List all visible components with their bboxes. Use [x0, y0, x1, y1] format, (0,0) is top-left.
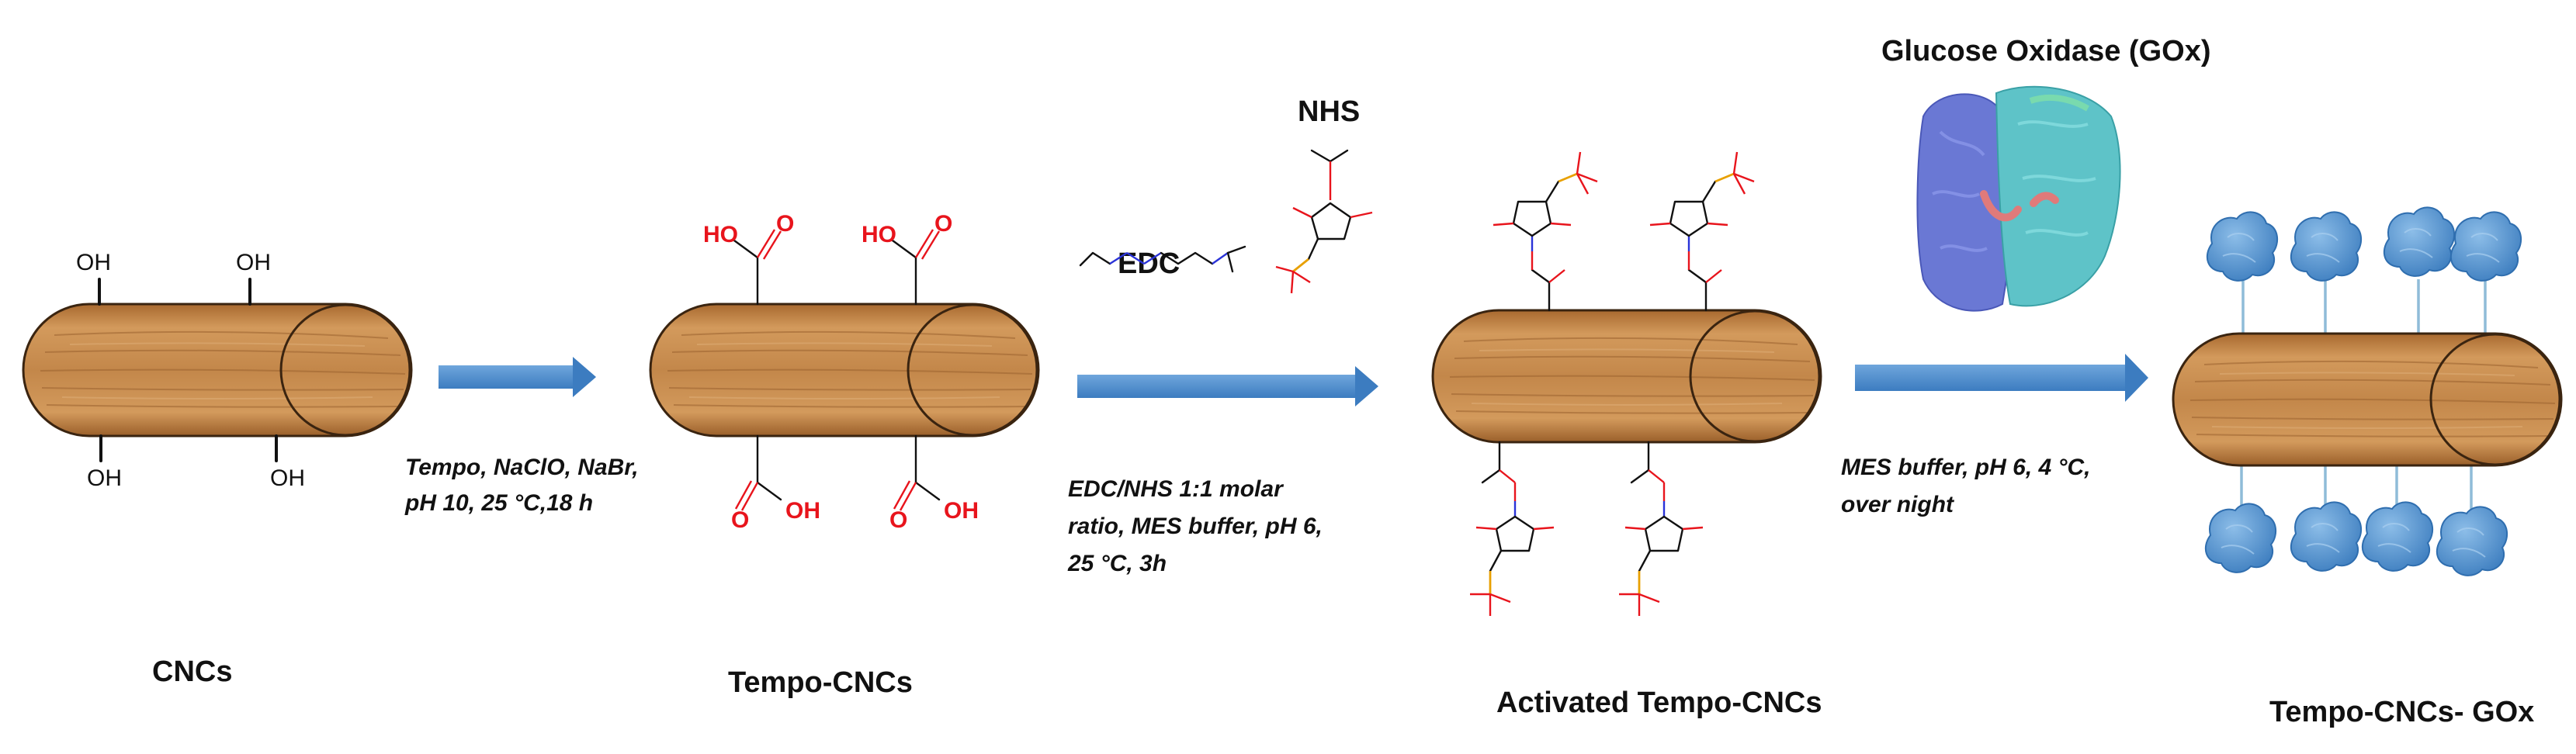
gox-label: Glucose Oxidase (GOx)	[1881, 35, 2210, 67]
gox-protein-image	[1916, 85, 2121, 312]
tempo-cncs-gox-label: Tempo-CNCs- GOx	[2269, 696, 2534, 728]
activated-tempo-cncs-label: Activated Tempo-CNCs	[1496, 687, 1822, 719]
edc-label: EDC	[1118, 247, 1180, 280]
nhs-label: NHS	[1298, 95, 1360, 128]
step-1-conditions: Tempo, NaClO, NaBr, pH 10, 25 °C,18 h	[404, 455, 645, 516]
activated-tempo-cnc-rod	[1431, 150, 1822, 617]
carboxyl-ho-label: HO	[703, 222, 738, 247]
enzyme-blob	[2290, 211, 2363, 282]
reaction-arrow-2	[1077, 366, 1378, 406]
enzyme-blob	[2449, 211, 2522, 282]
cnc-rod	[22, 278, 413, 462]
carboxyl-o-label: O	[934, 211, 952, 237]
nhs-structure	[1275, 149, 1373, 294]
carboxyl-oh-label: OH	[944, 498, 979, 524]
hydroxyl-label: OH	[236, 250, 271, 275]
step-2-conditions: EDC/NHS 1:1 molar ratio, MES buffer, pH …	[1067, 476, 1329, 576]
carboxyl-o-label: O	[889, 507, 907, 533]
enzyme-blob	[2436, 506, 2508, 576]
carboxyl-oh-label: OH	[785, 498, 820, 524]
hydroxyl-label: OH	[87, 465, 122, 491]
enzyme-blob	[2383, 206, 2456, 277]
carboxyl-o-label: O	[776, 211, 794, 237]
carboxyl-ho-label: HO	[862, 222, 896, 247]
edc-structure	[1079, 245, 1246, 273]
step-3-conditions: MES buffer, pH 6, 4 °C, over night	[1841, 455, 2097, 517]
tempo-cnc-gox-rod	[2172, 279, 2563, 512]
enzyme-blob	[2204, 503, 2277, 573]
reaction-arrow-1	[439, 357, 596, 397]
tempo-cnc-rod	[649, 228, 1040, 512]
cncs-label: CNCs	[152, 655, 232, 688]
tempo-cncs-label: Tempo-CNCs	[728, 666, 913, 699]
enzyme-blob	[2361, 501, 2434, 572]
enzyme-blob	[2290, 501, 2363, 572]
carboxyl-o-label: O	[731, 507, 749, 533]
hydroxyl-label: OH	[76, 250, 111, 275]
hydroxyl-label: OH	[270, 465, 305, 491]
reaction-arrow-3	[1855, 354, 2148, 402]
enzyme-blob	[2206, 211, 2279, 282]
